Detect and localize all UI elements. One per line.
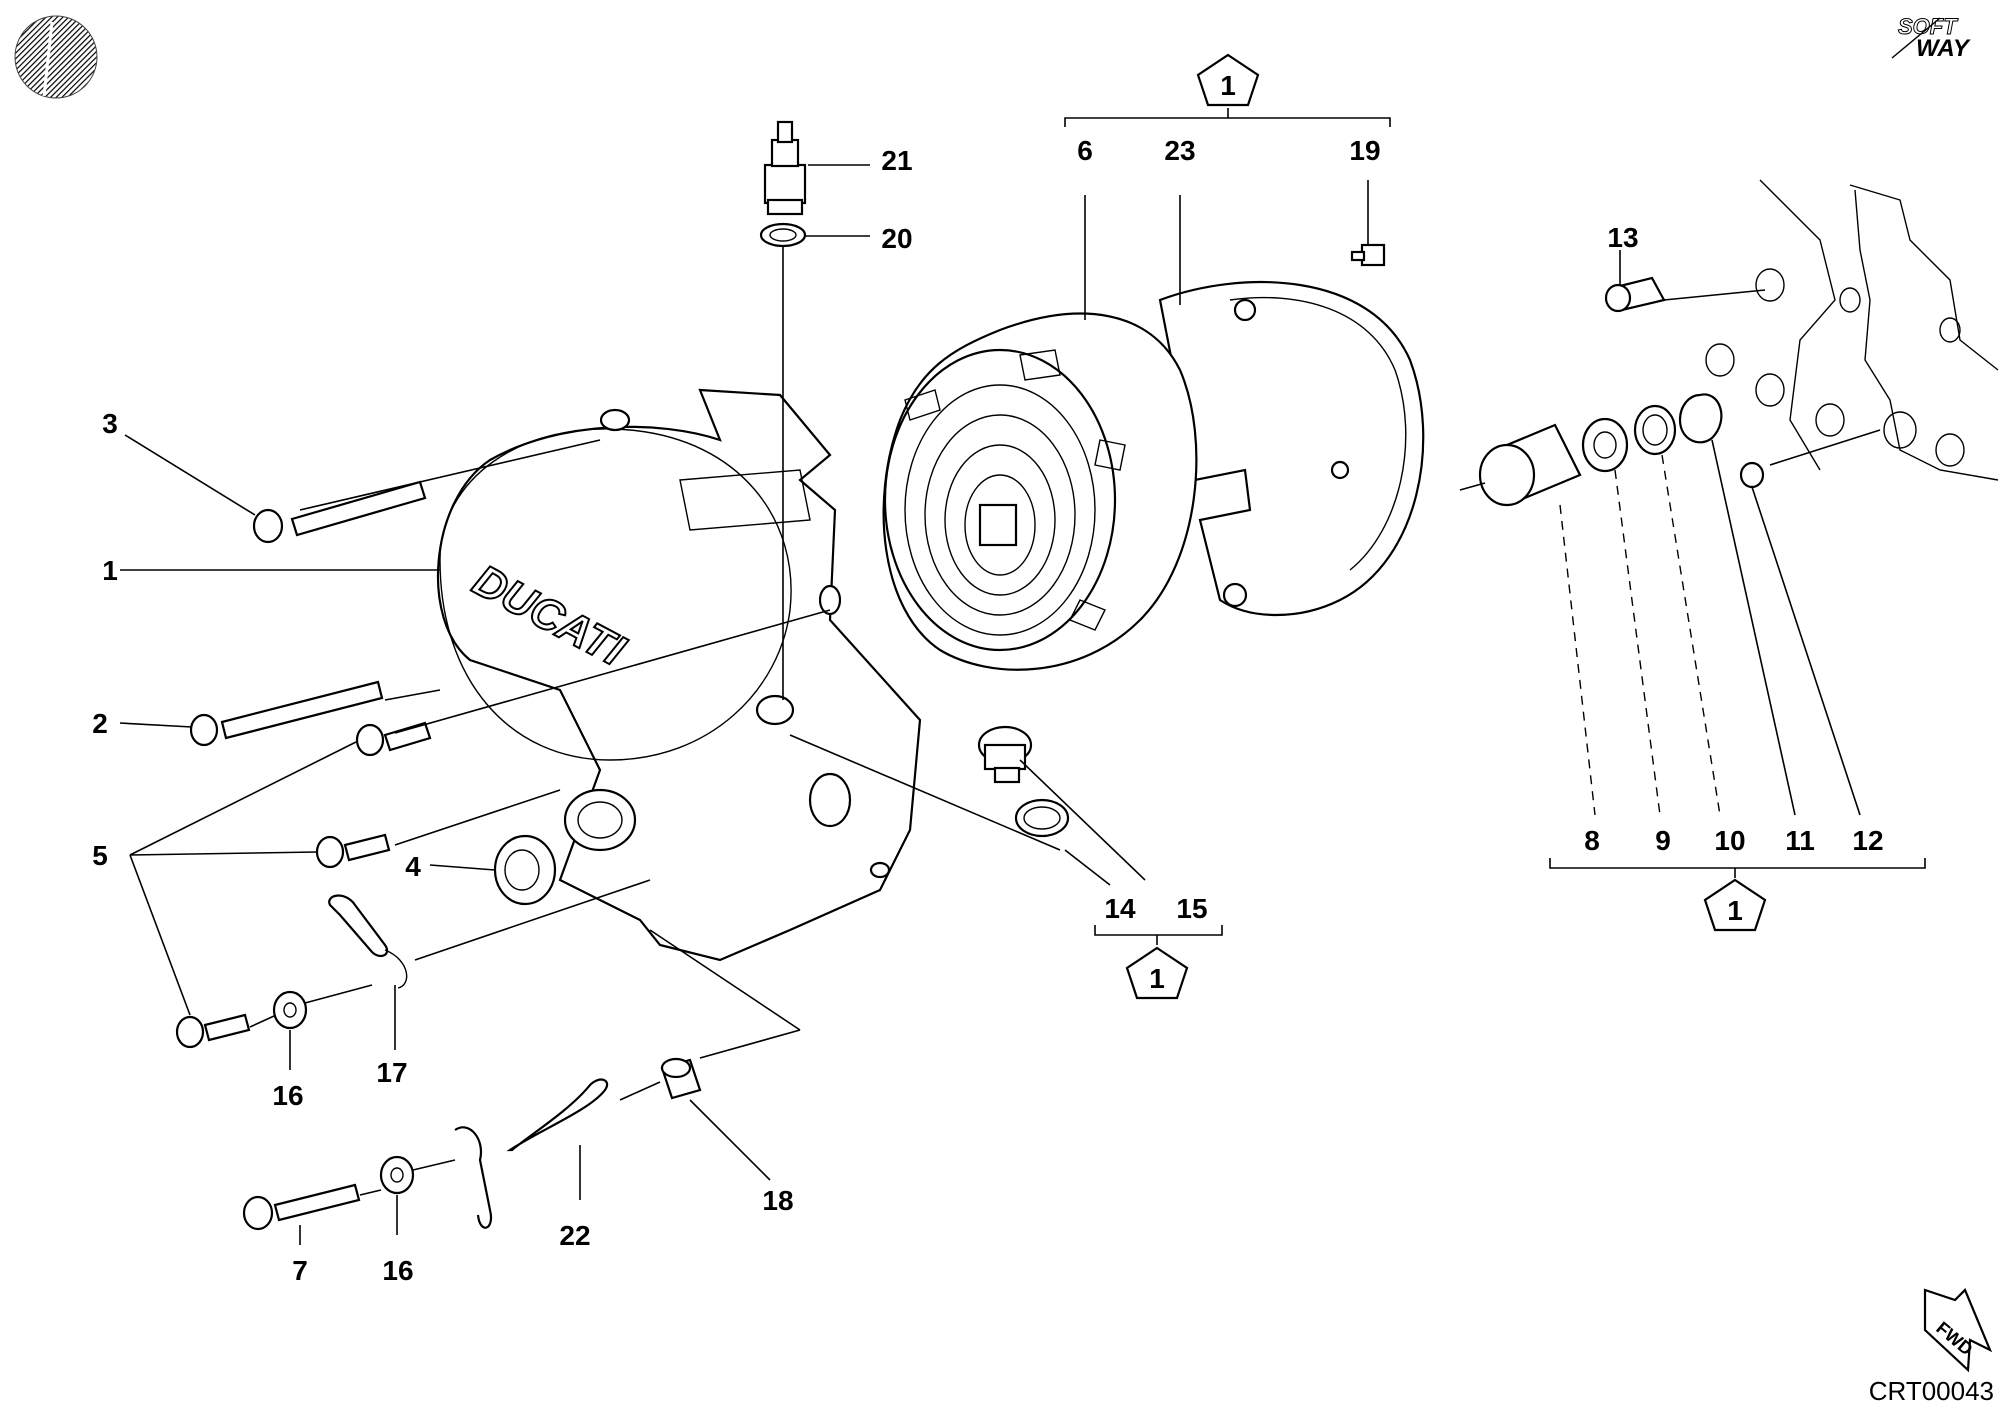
circlip-part-11	[1678, 393, 1723, 444]
screw-part-19	[1350, 243, 1386, 267]
hatched-circle-logo	[14, 15, 98, 99]
callout-7: 7	[292, 1255, 308, 1286]
callout-3: 3	[102, 408, 118, 439]
bearing-part-8	[1478, 423, 1582, 507]
callout-6: 6	[1077, 135, 1093, 166]
kit-bracket-top	[1064, 108, 1391, 127]
callout-1: 1	[102, 555, 118, 586]
washer-part-20	[759, 222, 807, 248]
washer-part-16-upper	[272, 990, 308, 1030]
bolt-part-5-upper	[355, 721, 432, 757]
callout-8: 8	[1584, 825, 1600, 856]
leader-lines	[119, 164, 1881, 1245]
bolt-part-7	[242, 1183, 361, 1231]
callout-12: 12	[1852, 825, 1883, 856]
clutch-cover: DUCATI	[436, 388, 922, 962]
callout-15: 15	[1176, 893, 1207, 924]
softway-logo: SOFT WAY	[1891, 14, 1971, 62]
callout-14: 14	[1104, 893, 1136, 924]
svg-text:1: 1	[1149, 963, 1165, 994]
callout-18: 18	[762, 1185, 793, 1216]
svg-text:1: 1	[1220, 70, 1236, 101]
svg-text:1: 1	[1727, 895, 1743, 926]
kit-badge-top: 1	[1196, 53, 1260, 107]
callout-22: 22	[559, 1220, 590, 1251]
kit-badge-bottom: 1	[1125, 946, 1189, 1000]
kit-badge-right: 1	[1703, 878, 1767, 932]
callout-2: 2	[92, 708, 108, 739]
callout-numbers: 3 1 2 5 4 16 17 7 16 22 18 21 20 6 23 19…	[92, 135, 1883, 1286]
callout-16-upper: 16	[272, 1080, 303, 1111]
bolt-part-5-lower	[175, 1013, 251, 1049]
logo-top-line: SOFT	[1898, 14, 1958, 39]
kit-bracket-right	[1549, 858, 1926, 878]
crankcase-outline	[1705, 179, 1999, 481]
callout-13: 13	[1607, 222, 1638, 253]
bolt-part-2	[189, 680, 384, 747]
wire-part-22	[454, 1078, 609, 1229]
fwd-arrow-icon: FWD	[1923, 1288, 1993, 1373]
bolt-part-5-middle	[315, 833, 391, 869]
callout-21: 21	[881, 145, 912, 176]
callout-17: 17	[376, 1057, 407, 1088]
clutch-pressure-plate	[882, 312, 1198, 671]
washer-part-10	[1633, 404, 1677, 456]
callout-10: 10	[1714, 825, 1745, 856]
callout-5: 5	[92, 840, 108, 871]
callout-11: 11	[1785, 825, 1815, 856]
clip-part-17	[328, 894, 408, 989]
callout-23: 23	[1164, 135, 1195, 166]
kit-bracket-bottom	[1094, 925, 1223, 945]
callout-16-lower: 16	[382, 1255, 413, 1286]
callout-19: 19	[1349, 135, 1380, 166]
sensor-part-21	[763, 120, 807, 216]
clutch-basket	[1158, 281, 1425, 617]
logo-bottom-line: WAY	[1916, 35, 1971, 62]
bolt-part-3	[252, 480, 427, 544]
oil-seal-part-4	[493, 834, 557, 906]
washer-part-16-lower	[379, 1155, 415, 1195]
callout-4: 4	[405, 851, 421, 882]
oring-part-12	[1739, 461, 1765, 489]
drawing-code: CRT00043	[1869, 1376, 1994, 1406]
bush-part-13	[1604, 276, 1666, 313]
callout-20: 20	[881, 223, 912, 254]
plug-part-15	[977, 725, 1033, 784]
oring-part-14	[1014, 798, 1070, 838]
seal-part-9	[1581, 417, 1629, 473]
callout-9: 9	[1655, 825, 1671, 856]
bush-part-18	[660, 1057, 702, 1100]
